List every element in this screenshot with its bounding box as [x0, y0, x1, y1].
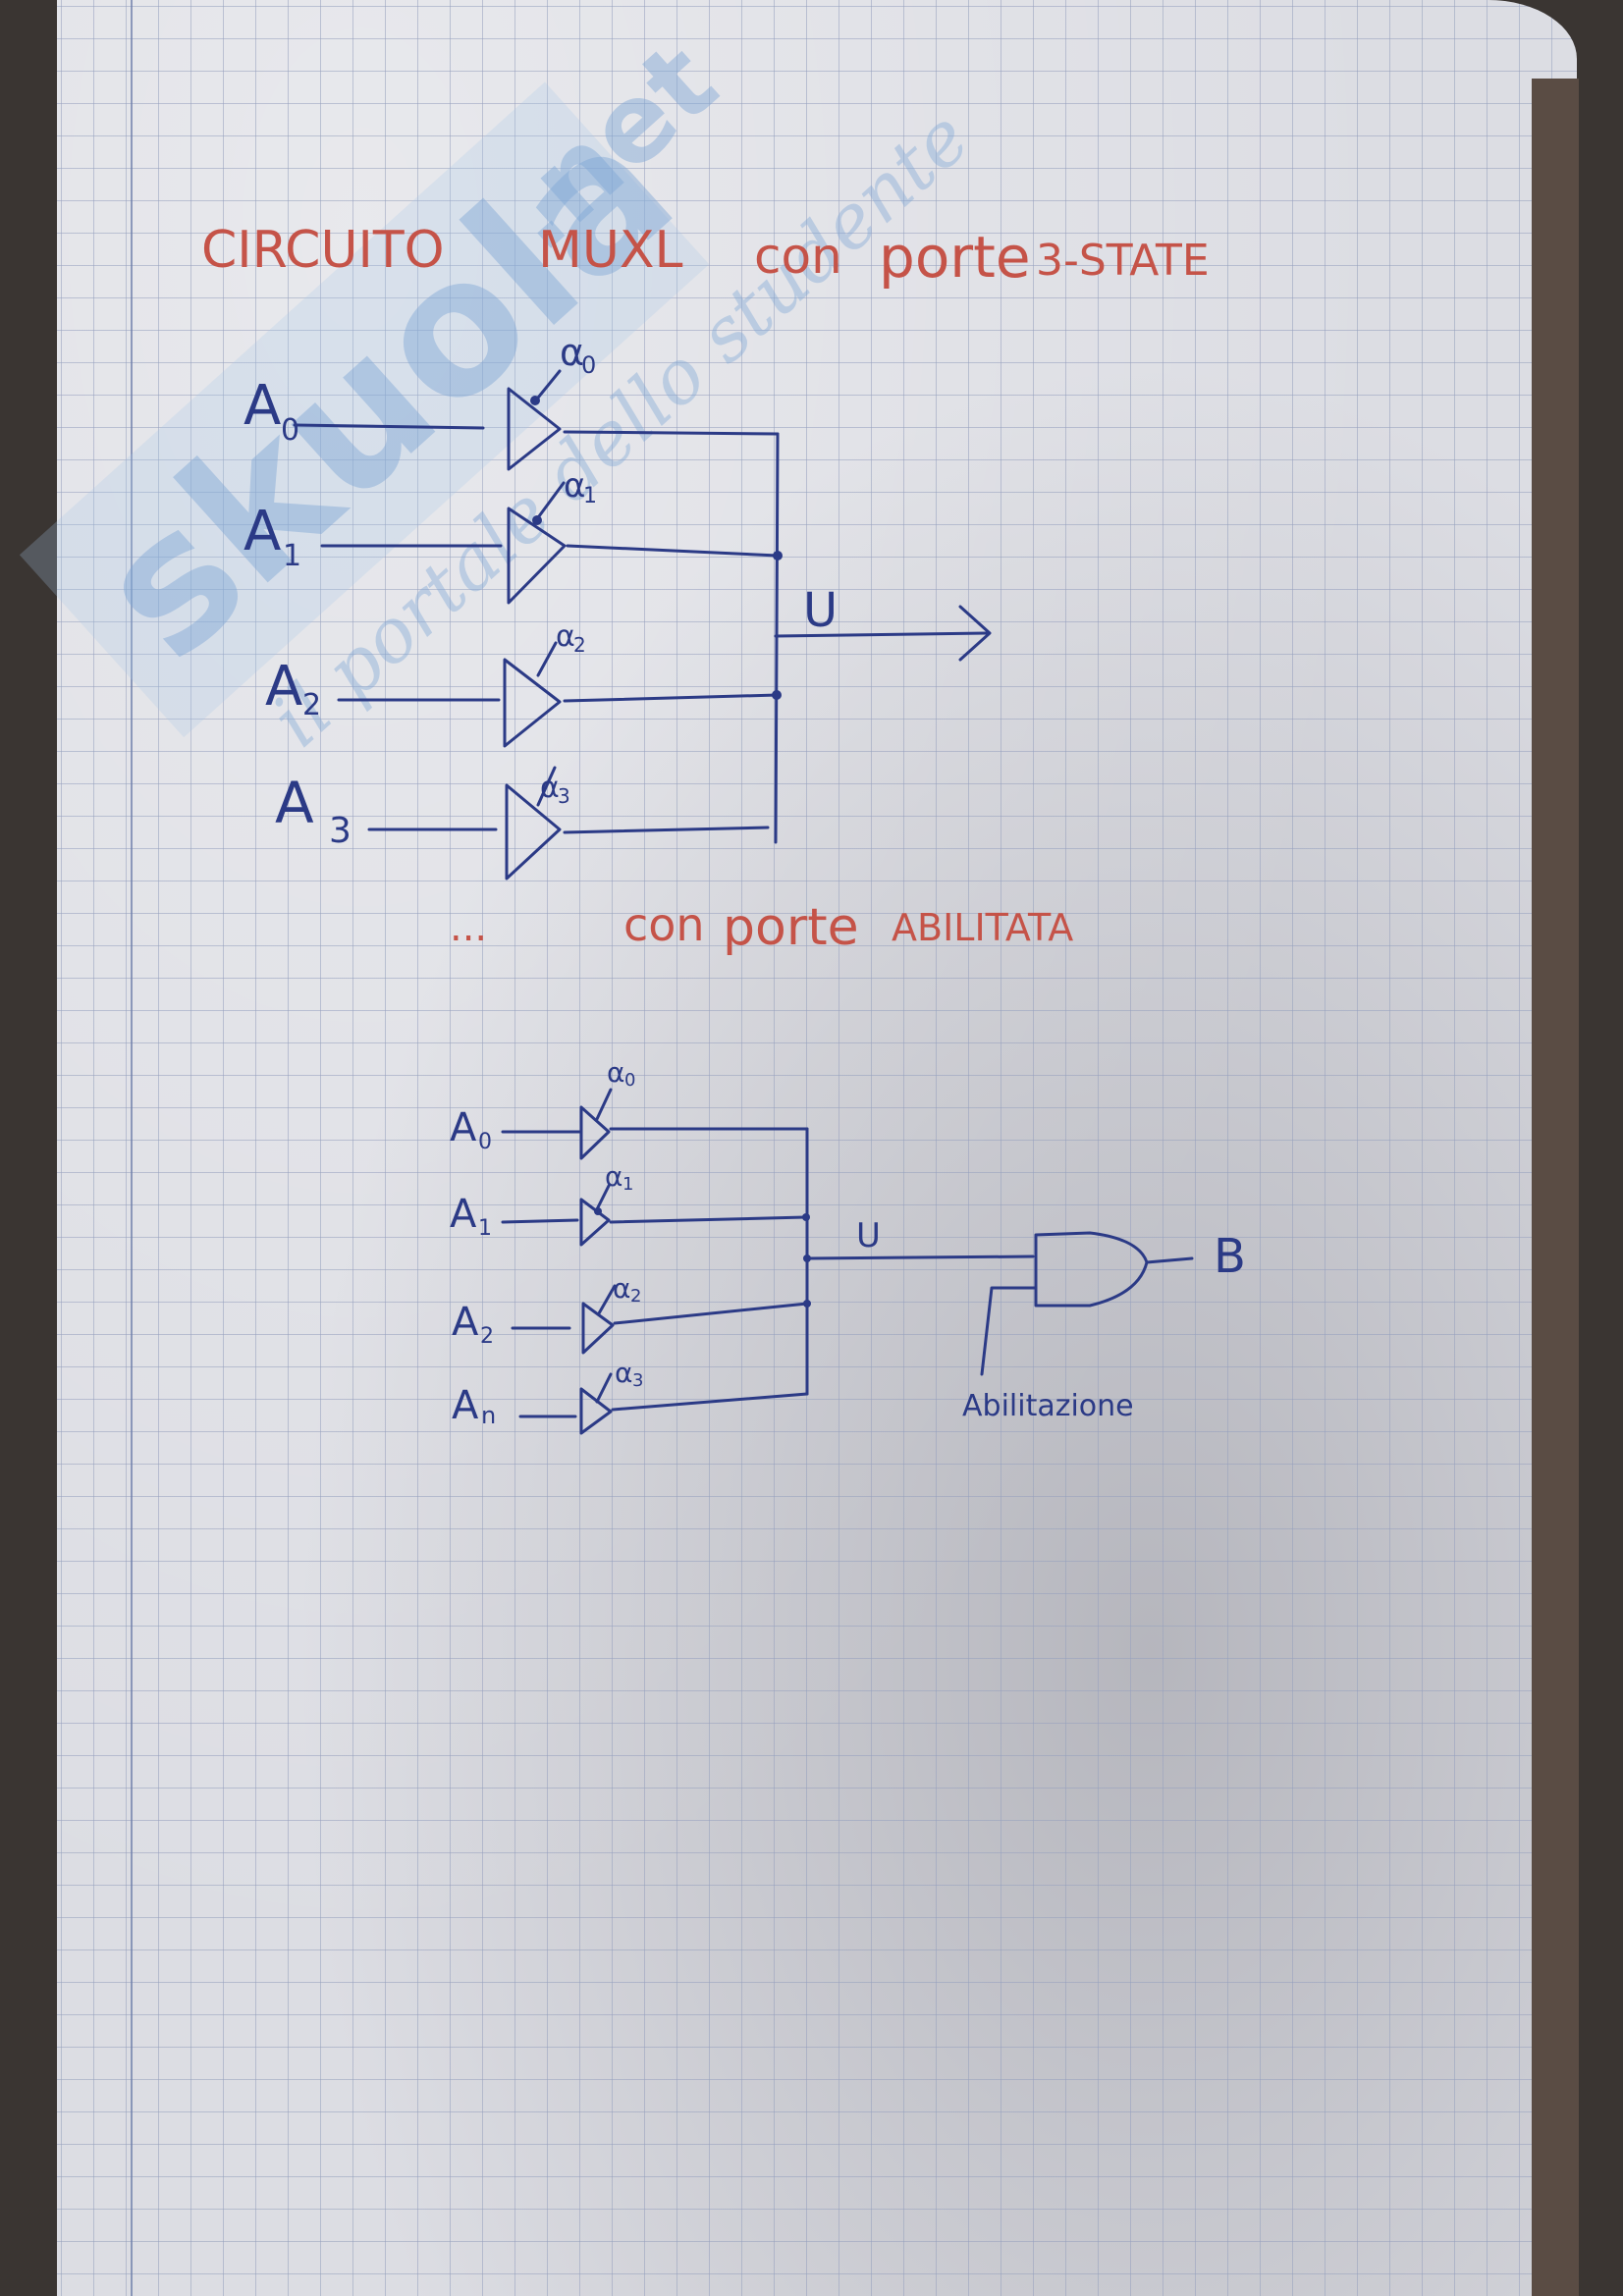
input2-sub-an: n [481, 1402, 496, 1429]
buffer-output-wire-1 [566, 544, 780, 558]
circuit-enabled-gate: A 0 A 1 A 2 A n α 0 α 1 α 2 α 3 [450, 1056, 1246, 1435]
buffer-output-wire-2 [563, 693, 780, 703]
subtitle-word-porte: porte [723, 898, 859, 957]
enable-input-label: Abilitazione [962, 1389, 1134, 1423]
enable2-line-2 [597, 1284, 617, 1315]
buffer2-output-n [611, 1392, 809, 1412]
enable2-line-0 [595, 1088, 613, 1121]
page-title: CIRCUITO MUXL con porte 3-STATE [201, 221, 1210, 291]
enable-dot-0 [530, 396, 540, 405]
title-word-porte: porte [879, 224, 1031, 291]
input-wire-a0 [293, 423, 485, 430]
enable-label-1: α [564, 466, 585, 506]
skuola-watermark-logo: skuola .net il portale dello studente [19, 19, 986, 764]
buffer-output-wire-0 [563, 430, 780, 436]
output-bus [774, 432, 780, 844]
enable-input-wire [980, 1286, 1038, 1376]
enable-dot-1 [532, 515, 542, 525]
output-wire-u [774, 631, 989, 638]
subtitle-word-abilitata: ABILITATA [892, 906, 1073, 949]
buffer2-n [579, 1387, 613, 1435]
enable-line-3 [536, 766, 557, 807]
tristate-buffer-2 [503, 658, 562, 748]
input-sub-a1: 1 [283, 539, 301, 573]
enable2-sub-3: 3 [632, 1370, 643, 1391]
subtitle-word-con: con [623, 898, 705, 951]
output2-label-b: B [1214, 1229, 1246, 1284]
output-arrow [958, 605, 992, 662]
output-label-u: U [803, 583, 838, 638]
enable2-label-0: α [607, 1056, 624, 1089]
buffer2-output-1 [609, 1215, 807, 1224]
input2-label-an: A [452, 1383, 479, 1428]
buffer2-output-2 [613, 1302, 809, 1325]
bus-junction-2 [772, 690, 782, 700]
enable2-sub-2: 2 [630, 1286, 641, 1307]
enable-label-3: α [540, 771, 560, 805]
input2-label-a2: A [452, 1300, 479, 1345]
enable2-sub-1: 1 [622, 1174, 633, 1195]
enable-label-2: α [556, 619, 575, 654]
title-word-3state: 3-STATE [1036, 236, 1210, 286]
circuit-3state: A 0 A 1 A 2 A 3 α 0 α 1 α 2 α 3 [243, 331, 992, 881]
input-label-a1: A [243, 500, 281, 563]
bus2-label-u: U [856, 1216, 881, 1255]
buffer2-0 [579, 1105, 611, 1160]
input-label-a0: A [243, 374, 281, 438]
enable2-label-2: α [613, 1272, 630, 1305]
input-sub-a0: 0 [281, 413, 299, 448]
title-word-muxl: MUXL [538, 221, 683, 280]
subtitle-ellipsis: ... [450, 905, 487, 950]
buffer2-1 [579, 1198, 611, 1247]
input2-wire-a1 [501, 1218, 579, 1224]
tristate-buffer-0 [507, 387, 562, 471]
buffer-output-wire-3 [563, 826, 770, 834]
tristate-buffer-3 [505, 783, 562, 881]
input-label-a2: A [265, 655, 302, 719]
enable-sub-3: 3 [558, 784, 570, 808]
enable2-label-1: α [605, 1160, 622, 1193]
bus2-to-gate-wire [805, 1255, 1035, 1260]
enable-sub-2: 2 [573, 633, 586, 657]
enable-sub-0: 0 [581, 351, 596, 379]
bus2-junction-1 [802, 1213, 810, 1221]
gate-output-wire [1145, 1256, 1194, 1264]
enable-line-1 [534, 481, 566, 522]
enable2-sub-0: 0 [624, 1070, 635, 1091]
enable-line-2 [536, 641, 558, 677]
input-label-a3: A [275, 770, 314, 836]
buffer2-2 [581, 1302, 615, 1355]
title-word-circuito: CIRCUITO [201, 221, 445, 280]
page-edge [1532, 79, 1579, 2296]
bus2-junction-2 [803, 1300, 811, 1308]
input2-sub-a1: 1 [478, 1216, 492, 1241]
input2-label-a1: A [450, 1192, 477, 1237]
tristate-buffer-1 [507, 507, 567, 605]
input2-sub-a0: 0 [478, 1130, 492, 1154]
enable-label-0: α [560, 331, 584, 374]
input-sub-a2: 2 [302, 688, 321, 722]
enable2-dot-1 [594, 1207, 602, 1215]
notebook-page [57, 0, 1577, 2296]
enable2-label-3: α [615, 1357, 632, 1389]
bus-junction-1 [773, 551, 783, 561]
enable2-line-n [595, 1372, 613, 1404]
enable2-line-1 [595, 1184, 611, 1211]
title-word-con: con [754, 228, 842, 285]
enable-sub-1: 1 [583, 484, 597, 508]
input2-label-a0: A [450, 1105, 477, 1150]
input-sub-a3: 3 [329, 811, 352, 851]
input2-sub-a2: 2 [480, 1324, 494, 1349]
margin-line [131, 0, 133, 2296]
subtitle: ... con porte ABILITATA [450, 898, 1073, 957]
and-gate [1034, 1231, 1149, 1308]
